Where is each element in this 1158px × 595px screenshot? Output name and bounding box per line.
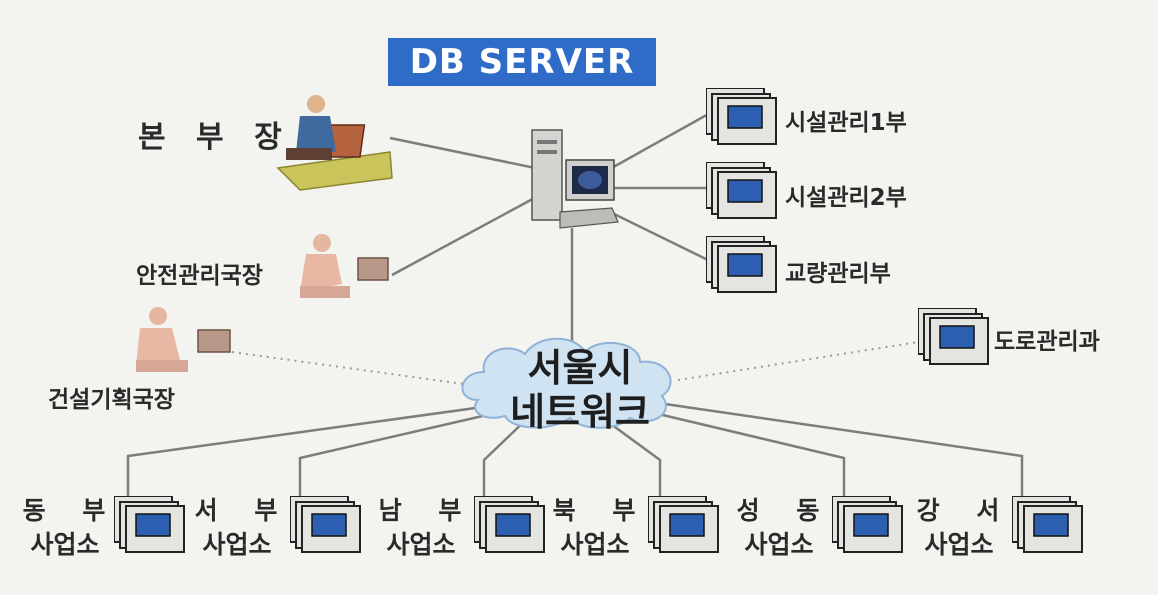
label-facility-dept-1: 시설관리1부 [785, 110, 907, 136]
office-seongdong-type: 사업소 [744, 530, 814, 559]
network-label-line2: 네트워크 [510, 390, 650, 434]
label-safety-director: 안전관리국장 [136, 263, 263, 289]
bridge-computer-icon [706, 236, 777, 293]
office-north-type: 사업소 [560, 530, 630, 559]
db-server-icon [531, 129, 619, 229]
office-seongdong-computer-icon [832, 496, 903, 553]
office-south: 남 부 사업소 [366, 494, 476, 562]
safety-director-person-icon [300, 234, 389, 298]
office-gangseo-computer-icon [1012, 496, 1083, 553]
office-east-type: 사업소 [30, 530, 100, 559]
link-west-office [298, 410, 501, 496]
label-road-division: 도로관리과 [994, 329, 1100, 355]
office-gangseo-name: 강 서 [916, 496, 1014, 525]
link-north-office [599, 414, 662, 496]
facility-1-computer-icon [706, 88, 777, 145]
office-gangseo: 강 서 사업소 [904, 494, 1014, 562]
link-safety-server [391, 193, 541, 277]
link-gangseo-office [664, 402, 1024, 496]
facility-2-computer-icon [706, 162, 777, 219]
label-facility-dept-2: 시설관리2부 [785, 185, 907, 211]
office-north-computer-icon [648, 496, 719, 553]
office-north: 북 부 사업소 [540, 494, 650, 562]
link-server-facility1 [607, 110, 713, 172]
office-south-name: 남 부 [378, 496, 476, 525]
network-label-line1: 서울시 [527, 346, 633, 390]
road-computer-icon [918, 308, 989, 365]
link-network-road [677, 341, 919, 381]
label-construction-director: 건설기획국장 [48, 387, 175, 413]
office-east-computer-icon [114, 496, 185, 553]
label-headquarters-chief: 본 부 장 [138, 120, 292, 155]
label-bridge-dept: 교량관리부 [785, 261, 891, 287]
construction-director-person-icon [136, 307, 231, 372]
office-west-computer-icon [290, 496, 361, 553]
office-west-name: 서 부 [194, 496, 292, 525]
office-south-type: 사업소 [386, 530, 456, 559]
link-south-office [482, 415, 531, 496]
office-north-name: 북 부 [552, 496, 650, 525]
office-west-type: 사업소 [202, 530, 272, 559]
network-label: 서울시 네트워크 [480, 346, 680, 434]
office-east: 동 부 사업소 [10, 494, 120, 562]
office-seongdong: 성 동 사업소 [724, 494, 834, 562]
db-server-title: DB SERVER [388, 38, 656, 86]
link-construction-network [231, 351, 479, 387]
office-south-computer-icon [474, 496, 545, 553]
office-seongdong-name: 성 동 [736, 496, 834, 525]
office-gangseo-type: 사업소 [924, 530, 994, 559]
chief-person-icon [276, 95, 393, 191]
office-east-name: 동 부 [22, 496, 120, 525]
link-seongdong-office [649, 410, 846, 496]
link-east-office [126, 404, 491, 496]
office-west: 서 부 사업소 [182, 494, 292, 562]
link-server-bridge [609, 210, 713, 264]
link-chief-server [389, 136, 546, 172]
network-cloud [461, 337, 672, 429]
